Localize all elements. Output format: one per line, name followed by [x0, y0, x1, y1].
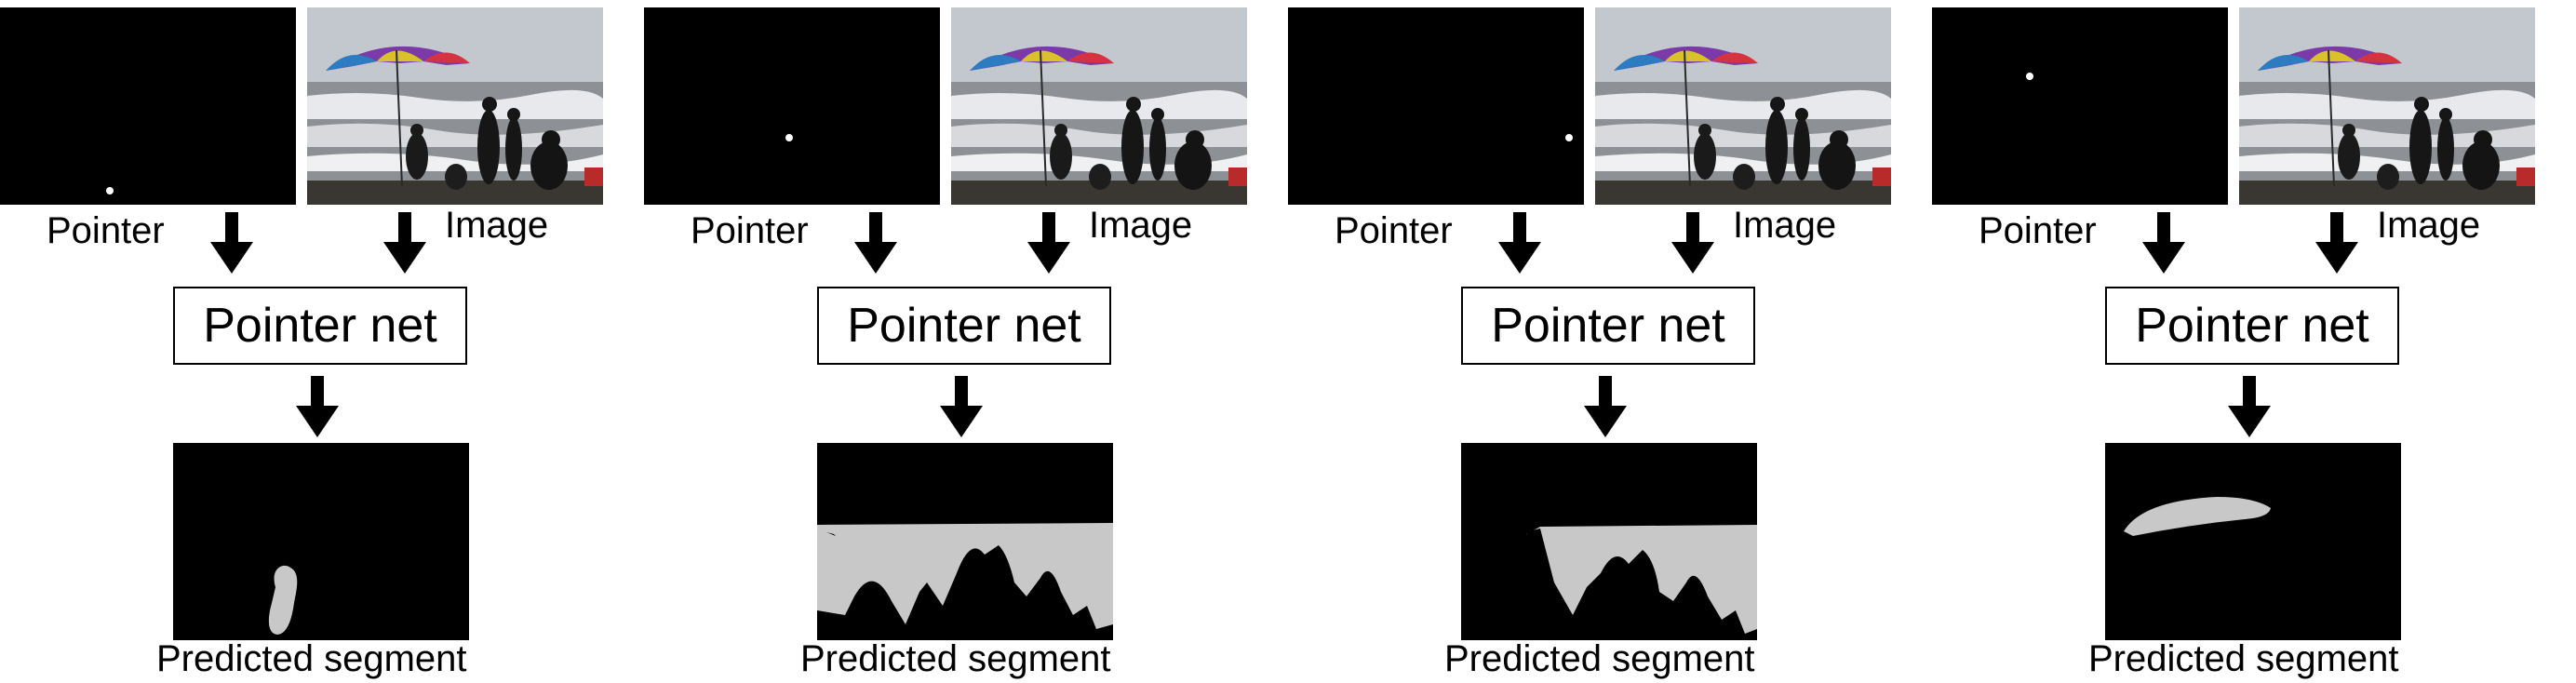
image-label: Image [445, 205, 549, 246]
predicted-segment-mask [817, 443, 1113, 640]
arrow-down-icon [940, 376, 983, 437]
input-image [307, 7, 603, 205]
segment-shape-icon [817, 523, 1113, 640]
beach-photo-icon [951, 7, 1247, 205]
pointer-point [1565, 133, 1574, 141]
predicted-segment-mask [173, 443, 469, 640]
pointer-label: Pointer [1335, 210, 1453, 251]
arrow-down-icon [210, 212, 253, 274]
beach-photo-icon [307, 7, 603, 205]
input-image [951, 7, 1247, 205]
pipeline-panel-2: Pointer Image Pointer net Predicted segm… [644, 0, 1288, 683]
pointer-mask [1932, 7, 2228, 205]
pointer-net-box: Pointer net [173, 287, 467, 365]
input-image [1595, 7, 1891, 205]
image-label: Image [1733, 205, 1837, 246]
pointer-net-box: Pointer net [2105, 287, 2399, 365]
predicted-segment-mask [2105, 443, 2401, 640]
beach-photo-icon [1595, 7, 1891, 205]
arrow-down-icon [1027, 212, 1070, 274]
pointer-net-box: Pointer net [817, 287, 1111, 365]
arrow-down-icon [2315, 212, 2358, 274]
predicted-segment-label: Predicted segment [800, 638, 1111, 679]
predicted-segment-label: Predicted segment [1444, 638, 1755, 679]
pointer-net-label: Pointer net [203, 299, 437, 353]
pipeline-panel-4: Pointer Image Pointer net Predicted segm… [1932, 0, 2576, 683]
beach-photo-icon [2239, 7, 2535, 205]
arrow-down-icon [1584, 376, 1627, 437]
pointer-point [2025, 73, 2033, 81]
pointer-label: Pointer [691, 210, 809, 251]
pointer-point [785, 133, 793, 141]
predicted-segment-label: Predicted segment [156, 638, 467, 679]
arrow-down-icon [1498, 212, 1541, 274]
arrow-down-icon [296, 376, 339, 437]
pipeline-panel-3: Pointer Image Pointer net Predicted segm… [1288, 0, 1932, 683]
pointer-mask [644, 7, 940, 205]
segment-shape-icon [2124, 497, 2271, 536]
pipeline-panel-1: Pointer Image Pointer net Predicted segm… [0, 0, 644, 683]
pointer-label: Pointer [47, 210, 165, 251]
pointer-net-label: Pointer net [1491, 299, 1725, 353]
arrow-down-icon [2228, 376, 2271, 437]
arrow-down-icon [383, 212, 426, 274]
pointer-net-box: Pointer net [1461, 287, 1755, 365]
segment-shape-icon [1461, 525, 1757, 640]
pointer-label: Pointer [1979, 210, 2097, 251]
pointer-mask [1288, 7, 1584, 205]
pointer-mask [0, 7, 296, 205]
predicted-segment-mask [1461, 443, 1757, 640]
arrow-down-icon [1671, 212, 1714, 274]
segment-shape-icon [268, 565, 298, 635]
input-image [2239, 7, 2535, 205]
pointer-point [105, 187, 114, 195]
arrow-down-icon [854, 212, 897, 274]
pointer-net-label: Pointer net [2135, 299, 2369, 353]
arrow-down-icon [2142, 212, 2185, 274]
image-label: Image [2377, 205, 2481, 246]
image-label: Image [1089, 205, 1193, 246]
predicted-segment-label: Predicted segment [2088, 638, 2399, 679]
pointer-net-label: Pointer net [847, 299, 1081, 353]
